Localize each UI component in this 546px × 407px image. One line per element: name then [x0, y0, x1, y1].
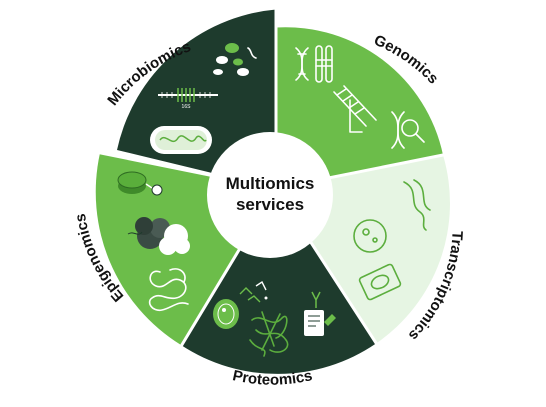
dna-ladder-icon	[333, 85, 377, 133]
cell-sample-card-icon	[358, 263, 402, 301]
nucleosome-icon	[117, 171, 163, 196]
antibody-clipboard-icon	[304, 291, 336, 336]
proteomics-label: Proteomics	[231, 367, 314, 389]
genomics-wedge	[276, 27, 443, 189]
chromosome-icon	[315, 45, 333, 83]
center-title-line1: Multiomics	[226, 174, 315, 193]
center-title-line2: services	[236, 195, 304, 214]
center-circle	[207, 132, 333, 258]
dna-magnifier-icon	[391, 111, 425, 149]
microbes-icon	[213, 43, 257, 76]
chromatin-clusters-icon	[127, 217, 190, 255]
protein-structure-icon	[249, 311, 289, 357]
rna-strand-icon	[403, 179, 431, 231]
peptide-fragments-icon	[239, 280, 268, 303]
protein-cell-icon	[213, 299, 239, 329]
svg-text:16S: 16S	[182, 104, 192, 110]
sequence-barcode-icon: 16S	[158, 88, 218, 110]
dna-helix-icon	[295, 47, 309, 81]
bacterium-icon	[150, 126, 212, 154]
cell-icon	[353, 219, 387, 253]
chromatin-fiber-icon	[148, 268, 189, 312]
